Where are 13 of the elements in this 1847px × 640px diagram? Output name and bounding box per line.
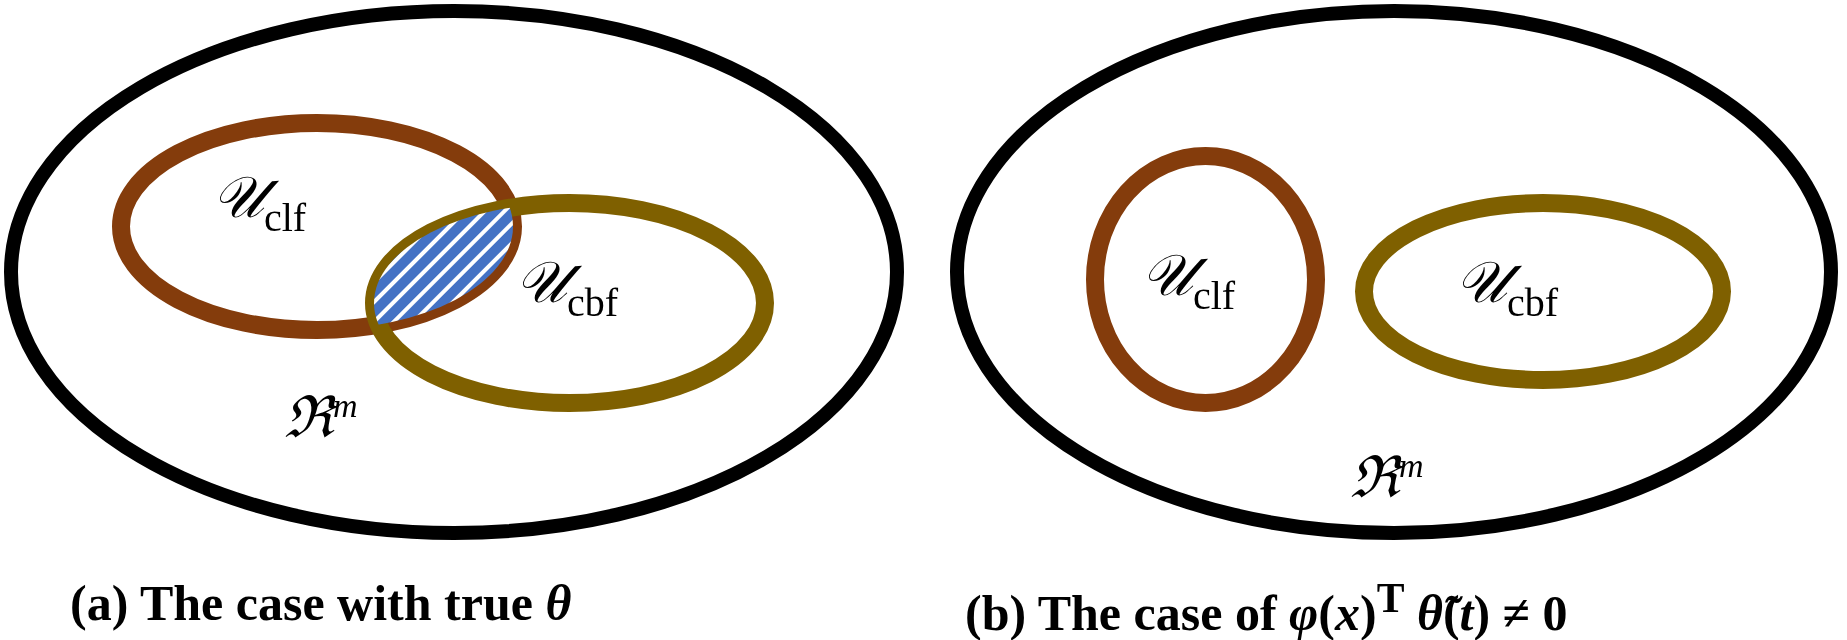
set-label: 𝒰$_{clf}$	[212, 169, 307, 238]
caption: (b) The case of φ(x)$^{T}$ θ̃(t) ≠ 0	[965, 578, 1568, 638]
ellipse-region	[4, 4, 904, 540]
set-label: ℜ$^{m}$	[284, 389, 358, 448]
ellipse-region	[365, 194, 774, 412]
set-label: 𝒰$_{cbf}$	[515, 254, 619, 323]
ellipse-region	[950, 4, 1838, 540]
ellipse-region	[112, 114, 522, 339]
ellipse-region	[1086, 147, 1325, 412]
ellipse-region	[1355, 194, 1731, 389]
set-label: ℜ$^{m}$	[1350, 449, 1424, 508]
set-label: 𝒰$_{cbf}$	[1455, 254, 1559, 323]
set-label: 𝒰$_{clf}$	[1141, 247, 1236, 316]
